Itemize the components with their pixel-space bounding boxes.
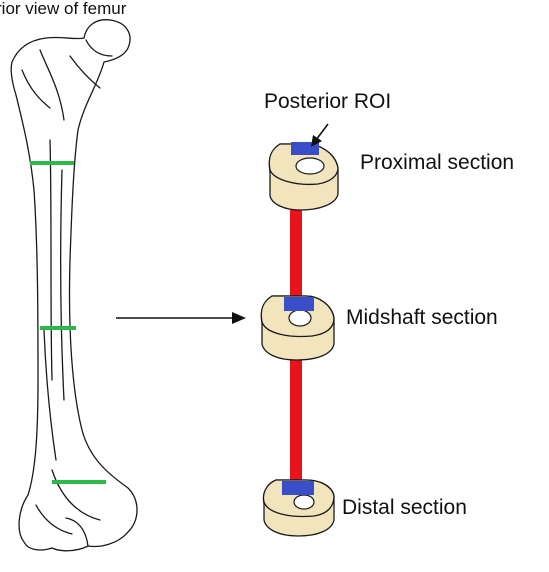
femur-outline — [11, 20, 137, 551]
condyle-detail-2 — [36, 505, 72, 534]
arrow-head-icon — [232, 312, 246, 324]
midshaft-posterior-roi — [284, 297, 314, 311]
midshaft-section-label: Midshaft section — [346, 306, 498, 329]
posterior-roi-label: Posterior ROI — [264, 90, 391, 113]
condyle-detail — [52, 470, 100, 520]
distal-cross-section — [264, 480, 335, 536]
pointer-arrow — [116, 312, 246, 324]
distal-posterior-roi — [282, 481, 314, 495]
midshaft-cross-section — [261, 296, 334, 360]
trochanter-detail — [40, 50, 64, 120]
femur-head-detail — [86, 40, 112, 56]
section-markers — [30, 163, 106, 482]
shaft-line-1 — [50, 140, 52, 380]
proximal-medullary-canal — [296, 158, 324, 174]
shaft-line-3 — [44, 330, 56, 460]
midshaft-medullary-canal — [289, 310, 311, 326]
proximal-section-label: Proximal section — [360, 151, 514, 174]
trochanter-detail-2 — [22, 70, 50, 108]
distal-section-label: Distal section — [342, 496, 467, 519]
distal-medullary-canal — [294, 495, 314, 509]
condyle-notch — [66, 518, 88, 546]
roi-pointer-arrow — [311, 124, 328, 147]
shaft-line-2 — [61, 170, 64, 400]
femur-drawing — [11, 20, 137, 551]
proximal-cross-section — [269, 142, 338, 210]
figure-title-fragment: rior view of femur — [0, 0, 127, 18]
